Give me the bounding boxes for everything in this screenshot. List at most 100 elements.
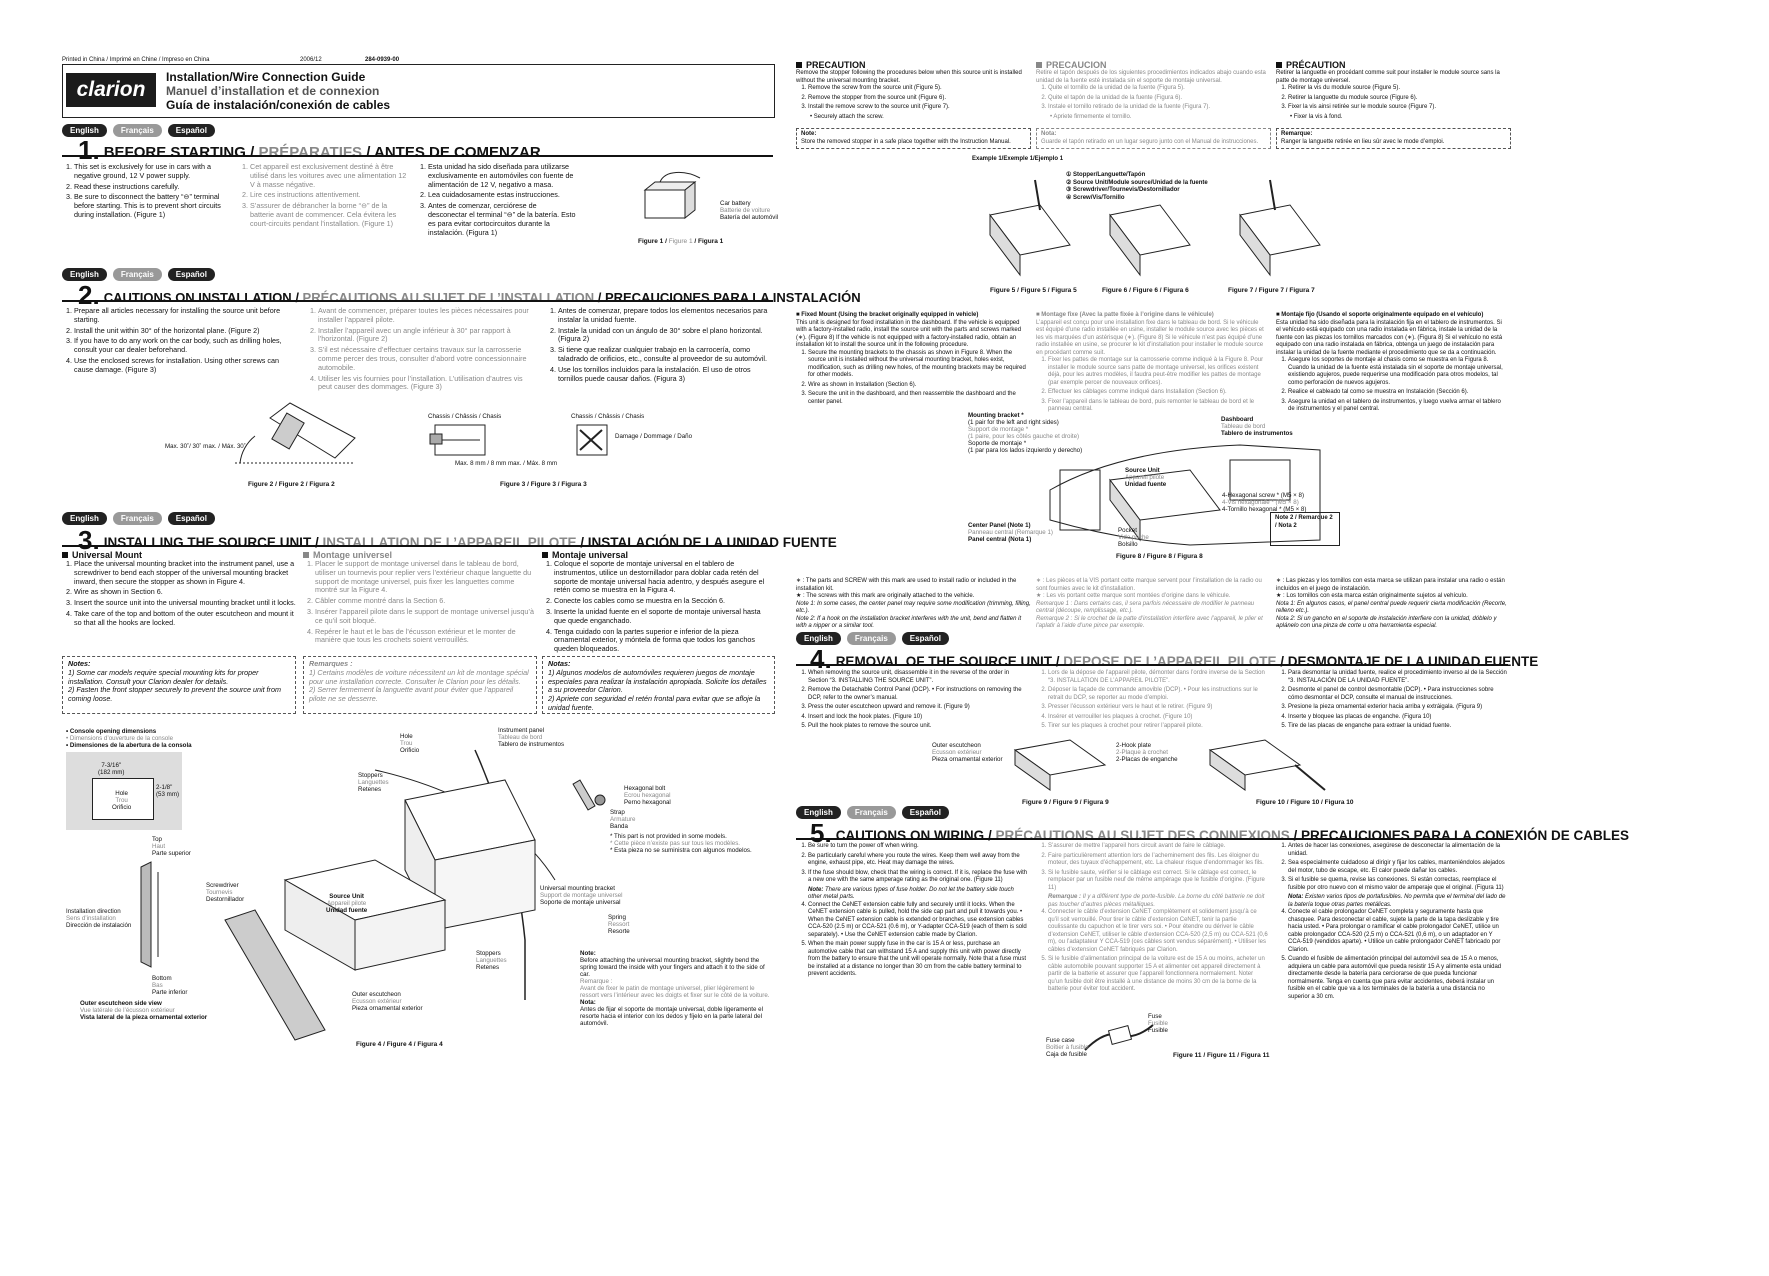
- fuse-figure: [1084, 1024, 1154, 1051]
- s3-col-fr: Montage universel Placer le support de m…: [303, 550, 535, 647]
- s2-title-es: PRECAUCIONES PARA LA INSTALACIÓN: [604, 290, 861, 305]
- s1-es-3: Antes de comenzar, cerciórese de descone…: [428, 201, 576, 237]
- notes-title-en: Notes:: [68, 659, 91, 668]
- cp-1: Panneau central (Remarque 1): [968, 529, 1053, 536]
- figure-4-caption: Figure 4 / Figure 4 / Figura 4: [356, 1041, 443, 1048]
- max-angle-label: Max. 30˚/ 30˚ max. / Máx. 30˚: [165, 443, 246, 450]
- prec-es-1: Quite el tornillo de la unidad de la fue…: [1048, 85, 1268, 93]
- su-es: Unidad fuente: [326, 907, 368, 914]
- strap-en: Strap: [610, 809, 625, 816]
- s5-es-4: Conecte el cable prolongador CeNET compl…: [1288, 909, 1508, 954]
- lang-tabs-s4: English Français Español: [796, 632, 949, 645]
- hex-2: 4-Tornillo hexagonal * (M5 × 8): [1222, 506, 1307, 513]
- prec-en-note-t: Note:: [801, 131, 817, 137]
- fixed-notes-en: ∗ : The parts and SCREW with this mark a…: [796, 578, 1031, 631]
- su-en: Source Unit: [329, 893, 364, 900]
- note2-box: Note 2 / Remarque 2 / Nota 2: [1270, 512, 1340, 546]
- title-fr: Manuel d’installation et de connexion: [166, 84, 380, 98]
- star-es: ∗ : Las piezas y los tornillos con esta …: [1276, 578, 1505, 592]
- s1-title-fr: PRÉPARATIFS: [258, 144, 363, 161]
- tab-espanol[interactable]: Español: [167, 268, 215, 281]
- s5-fr-1: S’assurer de mettre l’appareil hors circ…: [1048, 843, 1268, 851]
- header-box: [62, 64, 775, 118]
- s4-fr-5: Tirer sur les plaques à crochet pour ret…: [1048, 723, 1268, 731]
- prec-en-title: PRECAUTION: [806, 60, 866, 70]
- s3-notes-en: Notes: 1) Some car models require specia…: [62, 656, 296, 714]
- s5-fr-2: Faire particulièrement attention lors de…: [1048, 853, 1268, 868]
- s3-en-3: Insert the source unit into the universa…: [74, 598, 297, 608]
- guide-titles: Installation/Wire Connection Guide Manue…: [166, 70, 390, 112]
- fixed-en-title: ■ Fixed Mount (Using the bracket origina…: [796, 312, 979, 318]
- tab-francais[interactable]: Français: [112, 512, 162, 525]
- s4-es-3: Presione la pieza ornamental exterior ha…: [1288, 704, 1508, 712]
- s1-fr-2: Lire ces instructions attentivement.: [250, 191, 410, 200]
- console-es: • Dimensiones de la abertura de la conso…: [66, 742, 192, 749]
- panel-en: Instrument panel: [498, 727, 545, 734]
- fcase-1: Boîtier à fusible: [1046, 1044, 1089, 1051]
- tab-francais[interactable]: Français: [112, 268, 162, 281]
- fixed-mount-en: ■ Fixed Mount (Using the bracket origina…: [796, 312, 1028, 408]
- tab-espanol[interactable]: Español: [901, 632, 949, 645]
- precaution-fr: PRÉCAUTION Retirer la languette en procé…: [1276, 60, 1508, 121]
- top-en: Top: [152, 836, 162, 843]
- bottom-en: Bottom: [152, 975, 172, 982]
- s1-fr-1: Cet appareil est exclusivement destiné à…: [250, 162, 410, 189]
- hex-0: 4-Hexagonal screw * (M5 × 8): [1222, 492, 1305, 499]
- tab-english[interactable]: English: [62, 512, 107, 525]
- f4-hole-en: Hole: [400, 733, 413, 740]
- fcase-0: Fuse case: [1046, 1037, 1075, 1044]
- hex-screw-label: 4-Hexagonal screw * (M5 × 8)4-Vis hexago…: [1222, 492, 1306, 513]
- panel-es: Tablero de instrumentos: [498, 741, 565, 748]
- fixed-en-3: Secure the unit in the dashboard, and th…: [808, 391, 1028, 406]
- s2-text-es: Antes de comenzar, prepare todos los ele…: [546, 306, 773, 385]
- s2-title-en: CAUTIONS ON INSTALLATION: [103, 290, 292, 305]
- f4note-es: Antes de fijar el soporte de montaje uni…: [580, 1006, 763, 1027]
- fixed-fr-title: ■ Montage fixe (Avec la patte fixée à l’…: [1036, 312, 1214, 318]
- dim-h-mm: (53 mm): [156, 791, 180, 798]
- prec-es-2: Quite el tapón de la unidad de la fuente…: [1048, 95, 1268, 103]
- top-es: Parte superior: [152, 850, 191, 857]
- fig1-en: Figure 1: [638, 238, 664, 245]
- s5-fr-note-t: Remarque :: [1048, 894, 1082, 900]
- console-fr: • Dimensions d’ouverture de la console: [66, 735, 174, 742]
- pocket-1: Vide poche: [1118, 534, 1149, 541]
- spring-fr: Ressort: [608, 921, 630, 928]
- bottom-es: Parte inferior: [152, 989, 188, 996]
- star-es2: ★ : Los tornillos con esta marca están o…: [1276, 593, 1468, 599]
- tab-francais[interactable]: Français: [846, 632, 896, 645]
- s4-en-3: Press the outer escutcheon upward and re…: [808, 704, 1028, 712]
- s5-en-2: Be particularly careful where you route …: [808, 853, 1028, 868]
- s5-text-es: Antes de hacer las conexiones, asegúrese…: [1276, 843, 1508, 1003]
- tab-espanol[interactable]: Español: [901, 806, 949, 819]
- tab-francais[interactable]: Français: [846, 806, 896, 819]
- section-1-rule: [62, 155, 773, 157]
- f4note-en-t: Note:: [580, 950, 596, 957]
- notprov-fr: * Cette pièce n’existe pas sur tous les …: [610, 840, 741, 847]
- tab-espanol[interactable]: Español: [167, 124, 215, 137]
- prec-en-lead: Remove the stopper following the procedu…: [796, 70, 1022, 84]
- note-es-2: 2) Apriete con seguridad el retén fronta…: [548, 694, 761, 712]
- tab-francais[interactable]: Français: [112, 124, 162, 137]
- prec-en-notebox: Note:Store the removed stopper in a safe…: [796, 128, 1031, 149]
- s5-es-2: Sea especialmente cuidadoso al dirigir y…: [1288, 860, 1508, 875]
- s5-en-1: Be sure to turn the power off when wirin…: [808, 843, 1028, 851]
- tab-english[interactable]: English: [62, 124, 107, 137]
- side-en: Outer escutcheon side view: [80, 1000, 162, 1007]
- s3-notes-es: Notas: 1) Algunos modelos de automóviles…: [542, 656, 775, 714]
- tab-espanol[interactable]: Español: [167, 512, 215, 525]
- s5-fr-5: Si le fusible d’alimentation principal d…: [1048, 956, 1268, 994]
- tab-english[interactable]: English: [796, 806, 841, 819]
- s5-title-es: PRECAUCIONES PARA LA CONEXIÓN DE CABLES: [1301, 828, 1630, 843]
- s3-es-1: Coloque el soporte de montaje universal …: [554, 559, 773, 595]
- tab-english[interactable]: English: [796, 632, 841, 645]
- notes-title-fr: Remarques :: [309, 659, 353, 668]
- figure-7-caption: Figure 7 / Figure 7 / Figura 7: [1228, 287, 1315, 294]
- pocket-0: Pocket: [1118, 527, 1137, 534]
- printed-note: Printed in China / Imprimé en Chine / Im…: [62, 57, 210, 63]
- figure-11-caption: Figure 11 / Figure 11 / Figura 11: [1173, 1052, 1270, 1059]
- tab-english[interactable]: English: [62, 268, 107, 281]
